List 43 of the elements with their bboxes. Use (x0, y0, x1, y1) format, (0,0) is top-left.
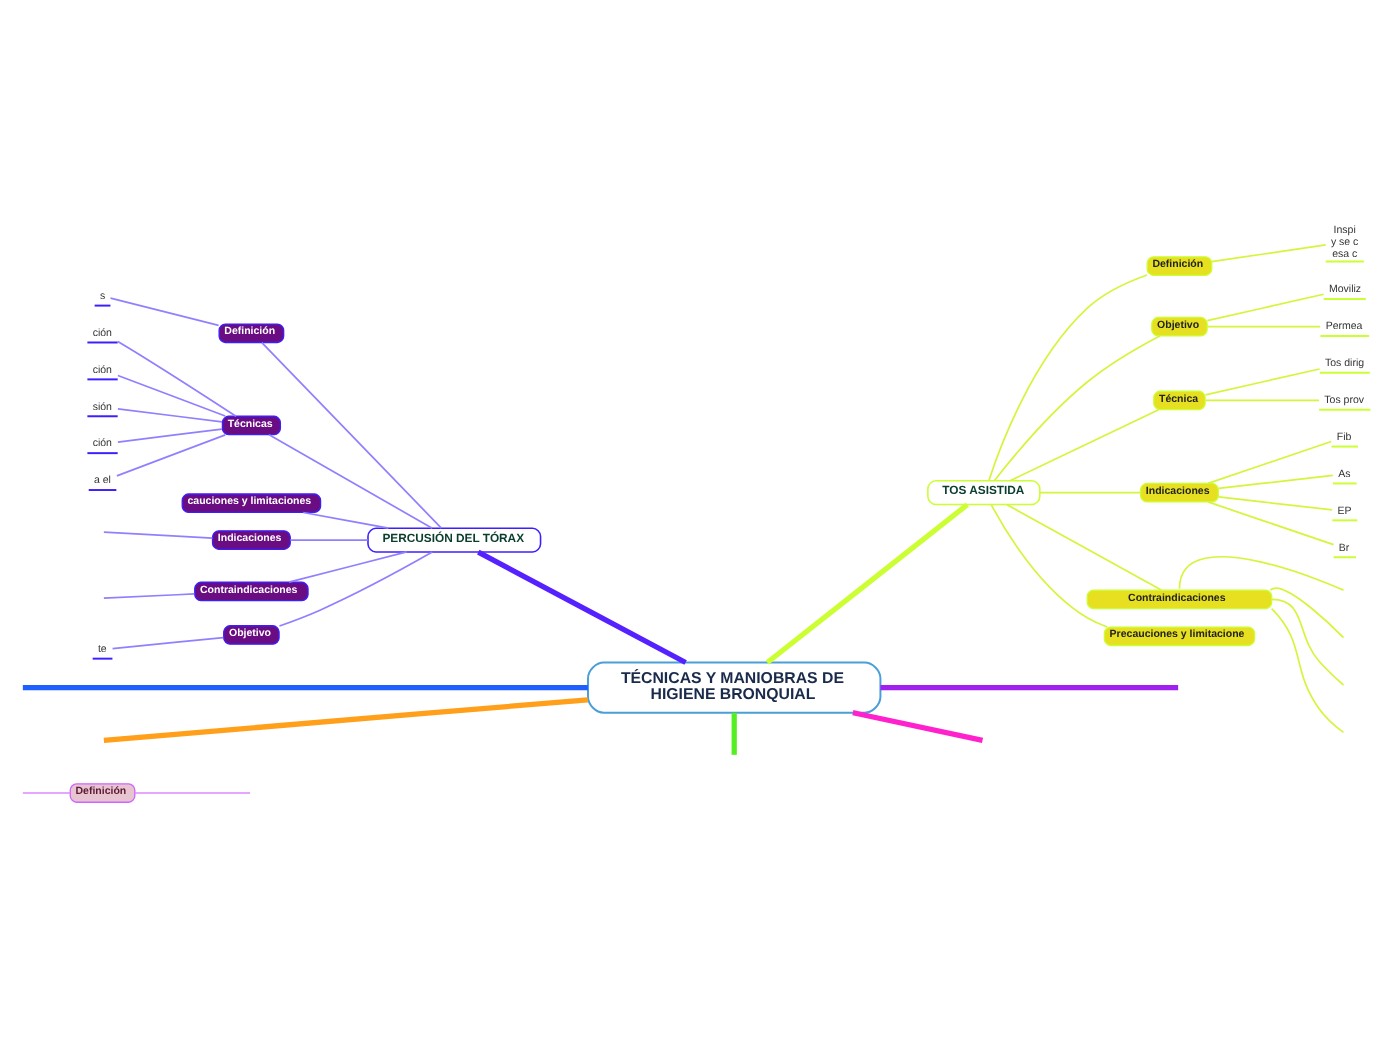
connector (117, 407, 223, 423)
connector (111, 636, 225, 650)
connector (852, 710, 984, 743)
connector (268, 434, 434, 530)
connector (990, 503, 1109, 628)
connector (103, 593, 196, 599)
connector (477, 549, 687, 665)
connector (103, 697, 588, 743)
connector (117, 428, 223, 443)
connector (288, 551, 408, 584)
connector (1178, 555, 1345, 591)
connector (115, 434, 227, 477)
connector (1210, 244, 1327, 263)
connector (109, 297, 220, 327)
connector (1204, 368, 1321, 396)
connector (289, 539, 369, 541)
connector (22, 792, 72, 794)
connector (1204, 399, 1320, 402)
connector (103, 531, 214, 539)
connector (1039, 491, 1142, 494)
connector (880, 685, 1179, 691)
connector (988, 274, 1148, 482)
connector (1206, 325, 1321, 328)
connector (731, 712, 737, 755)
connector (116, 340, 237, 418)
connector (278, 551, 434, 627)
connector (1207, 501, 1335, 546)
connector (1217, 474, 1334, 490)
connector (1269, 587, 1345, 639)
connector (1217, 496, 1333, 511)
connector (302, 511, 390, 530)
connector (765, 502, 969, 665)
connector (261, 341, 443, 529)
connector (993, 335, 1161, 482)
connector (117, 374, 227, 417)
connector (1206, 293, 1325, 322)
connector (1270, 598, 1345, 686)
connector (1207, 440, 1333, 485)
connector (1270, 607, 1345, 734)
connector (1009, 408, 1160, 482)
connector (22, 685, 588, 691)
connector (1006, 503, 1163, 591)
connector (134, 792, 251, 794)
